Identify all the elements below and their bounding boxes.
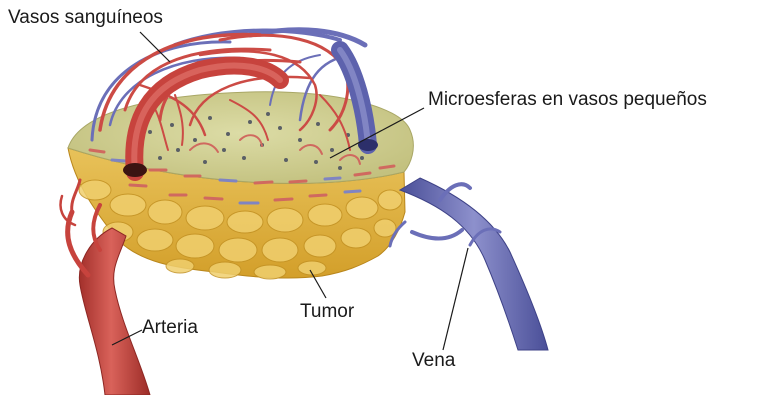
- vein: [400, 178, 548, 350]
- label-microspheres: Microesferas en vasos pequeños: [428, 90, 707, 109]
- label-tumor: Tumor: [300, 302, 354, 321]
- vessel-opening: [123, 163, 147, 177]
- label-artery: Arteria: [142, 318, 198, 337]
- label-blood-vessels: Vasos sanguíneos: [8, 8, 163, 27]
- label-vein: Vena: [412, 351, 455, 370]
- leader-vena: [443, 248, 468, 350]
